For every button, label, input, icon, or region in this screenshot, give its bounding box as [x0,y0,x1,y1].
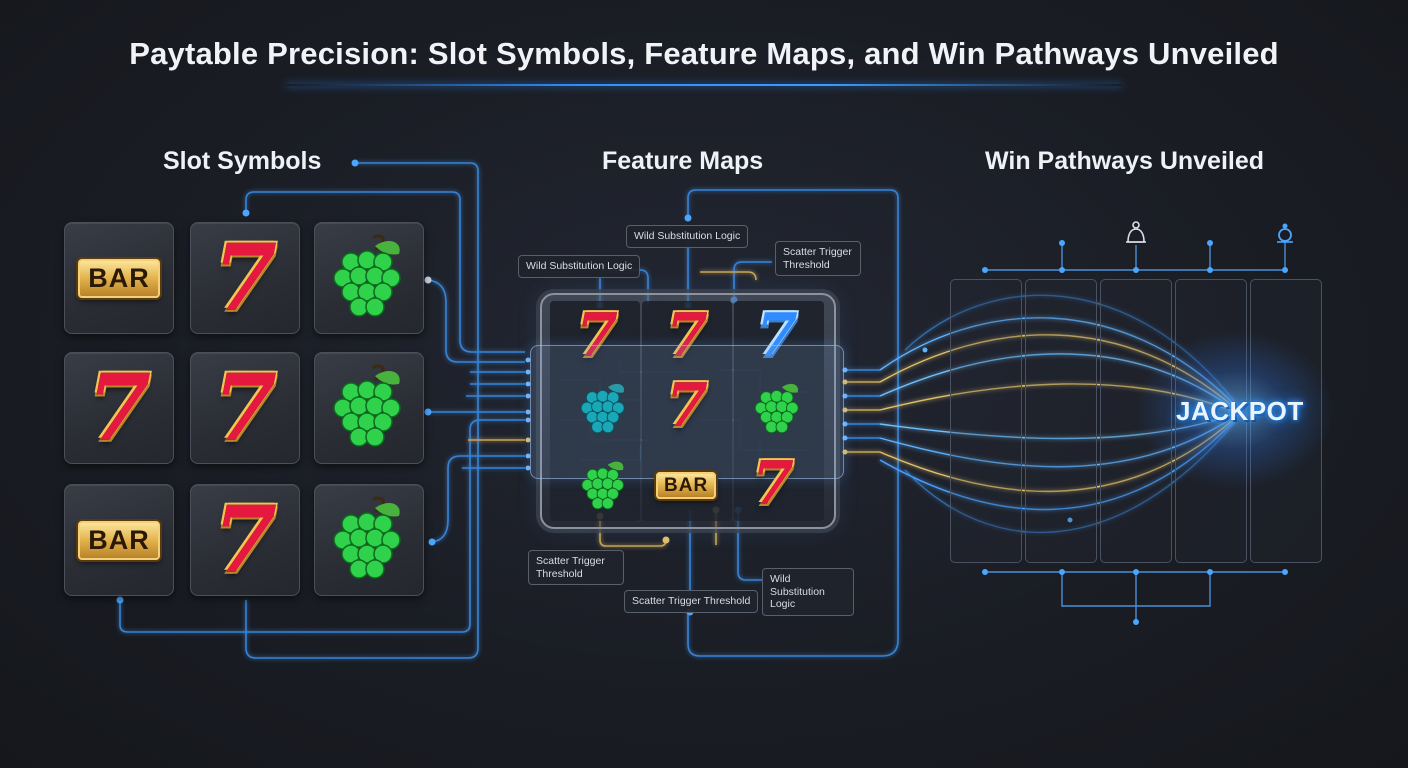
jackpot-glow [1135,330,1335,490]
callout-scatter-trigger[interactable]: Scatter Trigger Threshold [624,590,759,613]
symbol-tile-grapes[interactable] [314,222,424,334]
bar-icon: BAR [78,520,160,560]
heading-slot-symbols: Slot Symbols [163,147,322,175]
symbol-tile-seven[interactable]: 7 [64,352,174,464]
lucky-seven-icon: 7 [666,301,708,371]
lucky-seven-icon: 7 [212,354,277,462]
lucky-seven-icon: 7 [752,449,794,519]
callout-scatter-trigger[interactable]: Scatter Trigger Threshold [528,550,624,586]
symbol-tile-seven[interactable]: 7 [190,484,300,596]
symbol-tile-bar[interactable]: BAR [64,222,174,334]
callout-scatter-trigger[interactable]: Scatter Trigger Threshold [775,241,861,277]
bell-icon [1122,220,1150,253]
page-title: Paytable Precision: Slot Symbols, Featur… [129,36,1279,71]
lucky-seven-icon: 7 [86,354,151,462]
lucky-seven-icon: 7 [756,301,798,371]
callout-wild-substitution[interactable]: Wild Substitution Logic [626,225,749,248]
reel-symbol-seven: 7 [666,306,708,366]
reel-symbol-seven: 7 [752,454,794,514]
reel-symbol-grapes [750,378,806,443]
sensor-icon [1272,220,1298,251]
grapes-icon [580,383,625,434]
reel-symbol-seven: 7 [666,376,708,436]
symbol-tile-grapes[interactable] [314,352,424,464]
grapes-icon [333,364,401,447]
symbol-tile-grapes[interactable] [314,484,424,596]
reel-symbol-bar: BAR [656,472,717,499]
callout-wild-substitution[interactable]: Wild Substitution Logic [762,568,854,616]
reel-symbol-seven: 7 [576,306,618,366]
heading-win-pathways: Win Pathways Unveiled [985,147,1265,175]
lucky-seven-icon: 7 [576,301,618,371]
pathway-column [950,279,1022,563]
lucky-seven-icon: 7 [212,224,277,332]
callout-wild-substitution[interactable]: Wild Substitution Logic [518,255,641,278]
grapes-icon [754,383,799,434]
title-divider [286,84,1122,86]
bar-icon: BAR [656,472,717,499]
jackpot-label: JACKPOT [1176,396,1304,426]
heading-feature-maps: Feature Maps [602,147,764,175]
grapes-icon [581,461,625,510]
symbol-tile-seven[interactable]: 7 [190,222,300,334]
grapes-icon [333,234,401,317]
reel-symbol-grapes [576,378,632,443]
grapes-icon [333,496,401,579]
lucky-seven-icon: 7 [212,486,277,594]
reel-symbol-seven-blue: 7 [756,306,798,366]
symbol-tile-bar[interactable]: BAR [64,484,174,596]
reel-symbol-grapes [578,456,630,519]
pathway-column [1025,279,1097,563]
symbol-tile-seven[interactable]: 7 [190,352,300,464]
bar-icon: BAR [78,258,160,298]
lucky-seven-icon: 7 [666,371,708,441]
